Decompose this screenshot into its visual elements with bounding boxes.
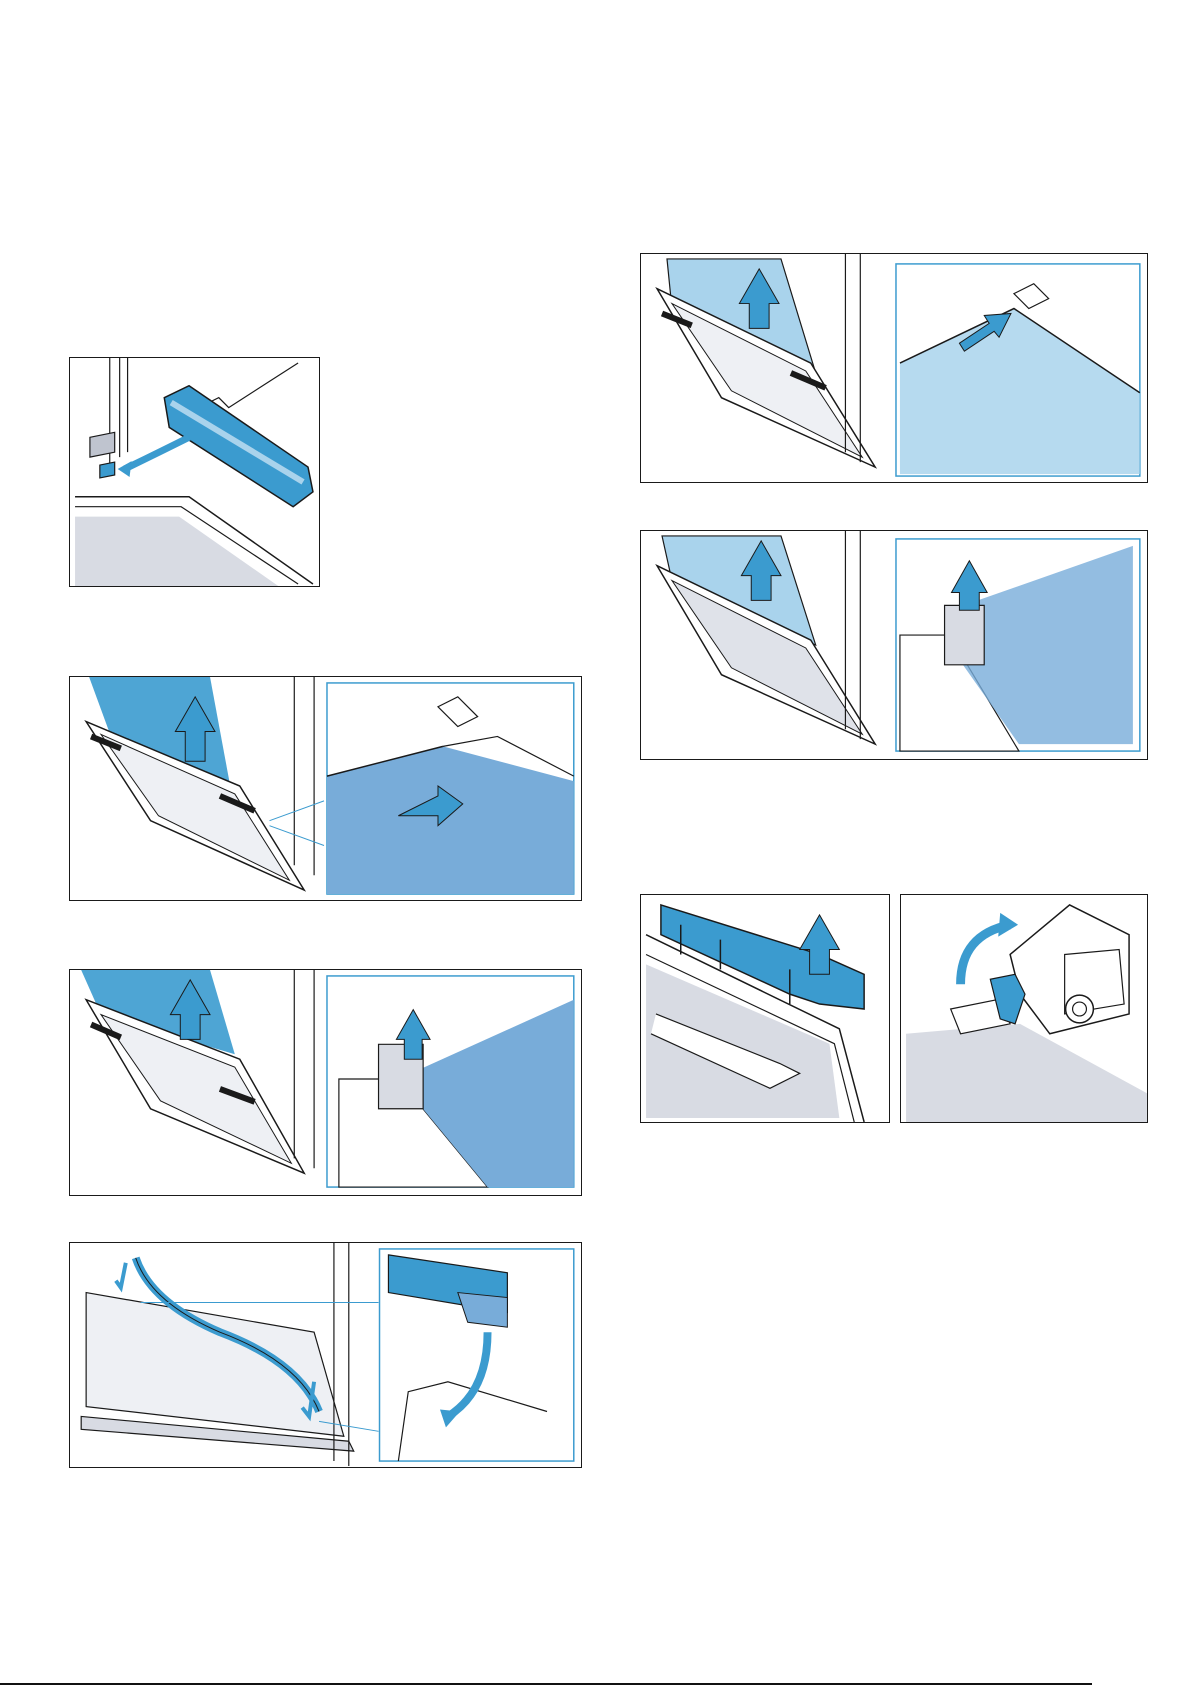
- outer-pane-press-illustration: [641, 531, 1147, 759]
- fig-fit-door-cover: [640, 894, 890, 1123]
- fig-press-outer-pane: [640, 530, 1148, 760]
- fig-remove-cover-strip: [69, 357, 320, 587]
- cover-strip-illustration: [70, 358, 319, 586]
- fig-close-hinge-lever: [900, 894, 1148, 1123]
- door-cover-illustration: [641, 895, 889, 1122]
- fig-insert-inner-pane: [69, 676, 582, 901]
- outer-pane-slide-illustration: [641, 254, 1147, 482]
- fig-insert-outer-pane: [640, 253, 1148, 483]
- hinge-lever-illustration: [901, 895, 1147, 1122]
- door-seal-illustration: [70, 1243, 581, 1467]
- fig-seat-inner-pane: [69, 969, 582, 1196]
- pane-holder-illustration: [70, 970, 581, 1195]
- inner-pane-illustration: [70, 677, 581, 900]
- fig-attach-door-seal: [69, 1242, 582, 1468]
